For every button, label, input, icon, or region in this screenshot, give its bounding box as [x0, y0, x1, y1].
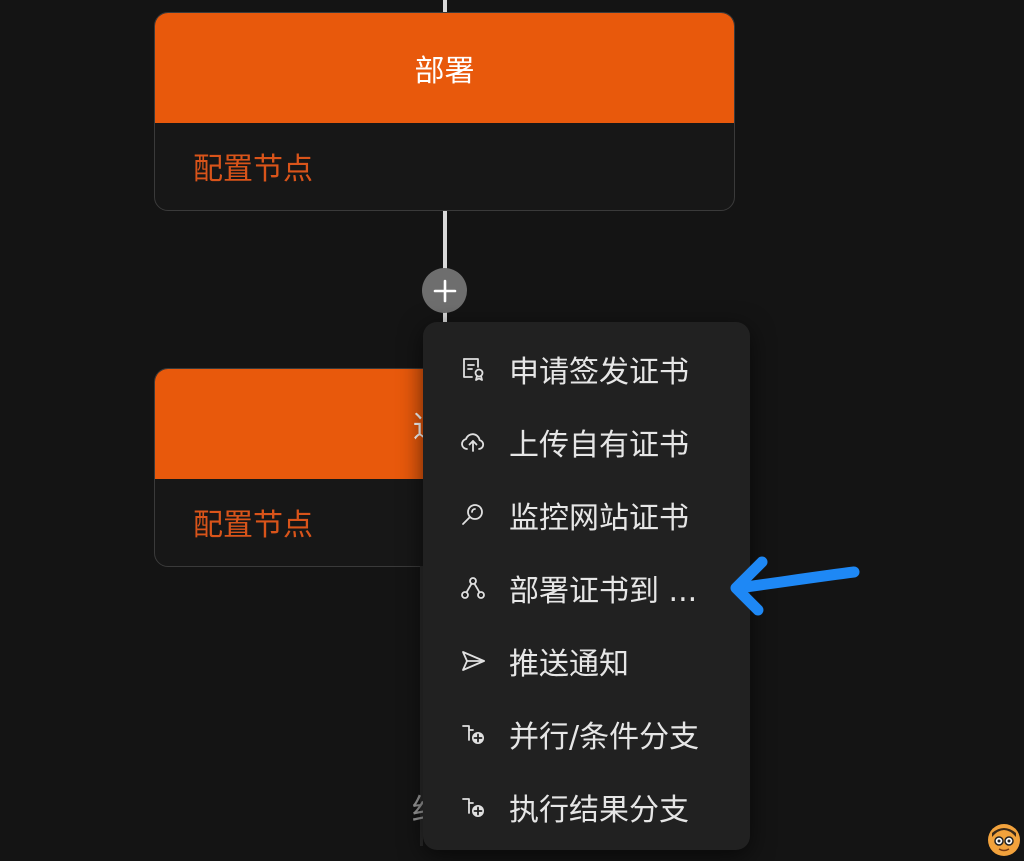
lower-connector-line — [420, 566, 423, 846]
top-connector-line — [443, 0, 447, 12]
annotation-arrow-icon — [730, 556, 860, 616]
deploy-node-body[interactable]: 配置节点 — [155, 123, 734, 209]
deploy-nodes-icon — [459, 574, 487, 602]
deploy-node-title: 部署 — [414, 54, 475, 89]
add-node-button[interactable] — [422, 268, 467, 313]
menu-item-upload-certificate[interactable]: 上传自有证书 — [423, 405, 750, 478]
menu-item-parallel-branch[interactable]: 并行/条件分支 — [423, 697, 750, 770]
menu-item-label: 部署证书到 ... — [509, 573, 698, 609]
deploy-node-header[interactable]: 部署 — [155, 13, 734, 123]
configure-node-link[interactable]: 配置节点 — [193, 508, 313, 543]
menu-item-monitor-certificate[interactable]: 监控网站证书 — [423, 478, 750, 551]
send-icon — [459, 647, 487, 675]
menu-item-label: 申请签发证书 — [509, 354, 689, 390]
monitor-search-icon — [459, 501, 487, 529]
cloud-upload-icon — [459, 428, 487, 456]
certificate-apply-icon — [459, 355, 487, 383]
menu-item-label: 监控网站证书 — [509, 500, 689, 536]
menu-item-label: 上传自有证书 — [509, 427, 689, 463]
menu-item-label: 并行/条件分支 — [509, 719, 700, 755]
notify-node-body[interactable]: 配置节点 — [155, 479, 734, 565]
menu-item-apply-certificate[interactable]: 申请签发证书 — [423, 332, 750, 405]
branch-add-icon — [459, 793, 487, 821]
configure-node-link[interactable]: 配置节点 — [193, 152, 313, 187]
plus-icon — [433, 279, 456, 302]
menu-item-label: 执行结果分支 — [509, 792, 689, 828]
avatar-icon — [988, 824, 1020, 856]
deploy-node-card[interactable]: 部署 配置节点 — [154, 12, 735, 211]
add-node-menu: 申请签发证书 上传自有证书 监控网站证书 — [423, 322, 750, 850]
branch-add-icon — [459, 720, 487, 748]
menu-item-push-notification[interactable]: 推送通知 — [423, 624, 750, 697]
menu-item-result-branch[interactable]: 执行结果分支 — [423, 770, 750, 843]
menu-item-label: 推送通知 — [509, 646, 629, 682]
menu-item-deploy-certificate[interactable]: 部署证书到 ... — [423, 551, 750, 624]
